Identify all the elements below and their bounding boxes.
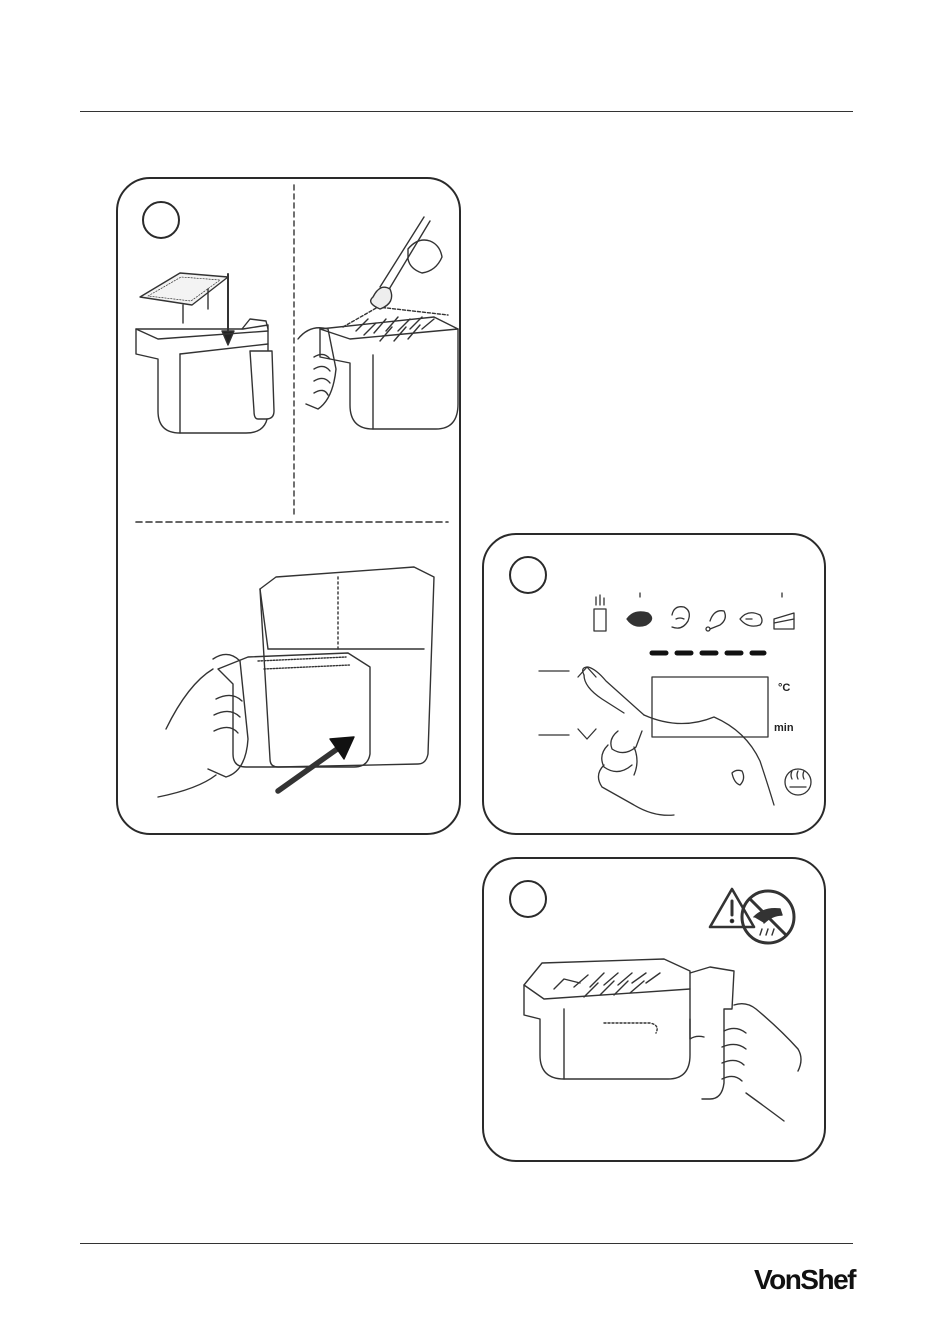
display-screen — [652, 677, 768, 737]
unit-celsius-label: °C — [778, 682, 790, 694]
push-direction-arrow — [278, 737, 354, 791]
shrimp-icon[interactable] — [672, 607, 689, 628]
remove-basket-illustration — [484, 859, 826, 1162]
bottom-rule — [80, 1243, 853, 1244]
steak-icon[interactable] — [627, 593, 652, 626]
fries-icon[interactable] — [594, 595, 606, 631]
fish-icon[interactable] — [740, 613, 762, 626]
insert-basket-illustration — [118, 179, 461, 835]
hand-pushing-handle — [158, 654, 248, 797]
chicken-drumstick-icon[interactable] — [706, 611, 725, 631]
power-icon[interactable] — [732, 770, 744, 785]
top-rule — [80, 111, 853, 112]
control-panel-illustration: °C min — [484, 535, 826, 835]
step-panel-insert-basket — [116, 177, 461, 835]
unit-minutes-label: min — [774, 722, 794, 734]
vonshef-logo: VonShef — [754, 1264, 855, 1296]
basket-handle — [690, 967, 734, 1099]
hot-surface-hand-icon — [742, 891, 794, 943]
hand-holding-handle — [722, 1004, 801, 1121]
step-panel-set-temperature: °C min — [482, 533, 826, 835]
basket-empty — [136, 319, 274, 433]
basket-with-food — [320, 307, 458, 429]
keep-warm-icon[interactable] — [785, 769, 811, 795]
hand-holding-handle — [298, 328, 336, 409]
finger-pressing-hand — [583, 667, 774, 815]
temperature-down-icon[interactable] — [578, 729, 596, 739]
warning-triangle-icon — [710, 889, 754, 927]
crisper-plate — [140, 273, 228, 323]
temperature-up-icon[interactable] — [578, 667, 596, 677]
basket-with-fries — [524, 959, 690, 1079]
cake-icon[interactable] — [774, 593, 794, 629]
tongs-hand — [371, 217, 442, 309]
step-panel-remove-basket — [482, 857, 826, 1162]
